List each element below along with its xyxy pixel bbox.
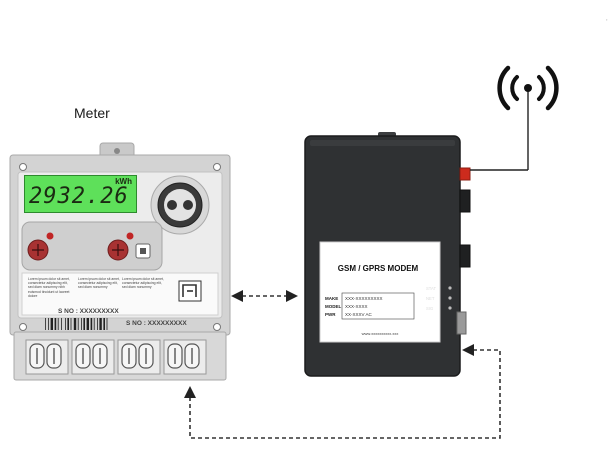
screw-icon (19, 323, 27, 331)
spec-value: XX-XXXV AC (345, 312, 372, 317)
return-link-line (189, 349, 501, 439)
meter-fine-print: Lorem ipsum dolor sit amet, consectetur … (78, 277, 120, 290)
signal-antenna-icon (470, 65, 559, 171)
arrow-head-icon (184, 386, 196, 398)
modem-spec-box (341, 292, 415, 320)
barcode-bar (45, 318, 46, 330)
screw-icon (213, 163, 221, 171)
crosshair-icon (32, 244, 44, 256)
led-label-net: NET (426, 296, 435, 301)
modem-side-port (459, 189, 471, 213)
corner-mark: , (606, 16, 608, 22)
barcode-bar (86, 318, 89, 330)
lcd-reading: 2932.26 (29, 184, 129, 209)
modem-title: GSM / GPRS MODEM (337, 264, 419, 273)
screw-icon (213, 323, 221, 331)
spec-key: MAKE (325, 296, 339, 301)
meter-dial-face (164, 189, 196, 221)
screw-icon (19, 163, 27, 171)
meter-led-icon (46, 232, 54, 240)
connection-arrows (184, 290, 501, 439)
barcode-bar (106, 318, 108, 330)
antenna-tip (524, 84, 532, 92)
terminal-group (25, 339, 207, 375)
barcode-bar (83, 318, 85, 330)
lcd-unit: kWh (115, 177, 132, 186)
barcode-bar (73, 318, 77, 330)
barcode-bar (57, 318, 59, 330)
spec-value: XXX-XXXXXXXXX (345, 296, 383, 301)
modem-db-port (456, 311, 467, 335)
meter-fine-print: Lorem ipsum dolor sit amet, consectetur … (122, 277, 164, 290)
arrow-head-icon (231, 290, 243, 302)
barcode-bar (48, 318, 49, 330)
arrow-head-icon (286, 290, 298, 302)
meter-dial-hole (167, 200, 177, 210)
gsm-modem (304, 132, 471, 377)
crosshair-icon (112, 244, 124, 256)
meter-serial-right: S NO : XXXXXXXXX (126, 320, 187, 327)
arrow-head-icon (462, 344, 474, 356)
barcode-bar (99, 318, 102, 330)
meter-led-icon (126, 232, 134, 240)
meter-lcd-display: kWh 2932.26 (24, 175, 137, 213)
modem-url: www.xxxxxxxxxx.xxx (361, 331, 399, 336)
meter-serial-left: S NO : XXXXXXXXX (58, 308, 119, 315)
barcode-bar (103, 318, 105, 330)
signal-wave-icon (497, 65, 511, 111)
modem-side-port (459, 244, 471, 268)
barcode-bar (61, 318, 62, 330)
barcode-icon (45, 318, 108, 330)
isi-mark-glyph (182, 284, 197, 297)
barcode-bar (97, 318, 98, 330)
barcode-bar (93, 318, 95, 330)
barcode-bar (90, 318, 93, 330)
spec-key: PWR (325, 312, 336, 317)
led-icon (448, 286, 452, 290)
signal-wave-icon (510, 75, 519, 101)
meter-button-panel (21, 221, 163, 271)
antenna-connector (459, 167, 471, 181)
led-label-stat: STAT (426, 286, 437, 291)
meter-dial-hole (183, 200, 193, 210)
barcode-bar (81, 318, 82, 330)
meter-mount-screw (114, 148, 120, 154)
signal-wave-icon (537, 75, 546, 101)
led-label-sig: SIG (426, 306, 434, 311)
spec-key: MODEL (325, 304, 342, 309)
barcode-bar (67, 318, 69, 330)
meter-seal-mark (140, 248, 146, 254)
barcode-bar (65, 318, 66, 330)
modem-top-highlight (310, 140, 455, 146)
barcode-bar (70, 318, 72, 330)
barcode-bar (50, 318, 53, 330)
modem-label (319, 241, 441, 343)
meter-caption: Meter (74, 105, 110, 121)
meter-fine-print: Lorem ipsum dolor sit amet, consectetur … (28, 277, 70, 298)
barcode-bar (54, 318, 57, 330)
barcode-bar (77, 318, 79, 330)
led-icon (448, 306, 452, 310)
signal-wave-icon (545, 65, 559, 111)
led-icon (448, 296, 452, 300)
spec-value: XXX-XXXX (345, 304, 368, 309)
